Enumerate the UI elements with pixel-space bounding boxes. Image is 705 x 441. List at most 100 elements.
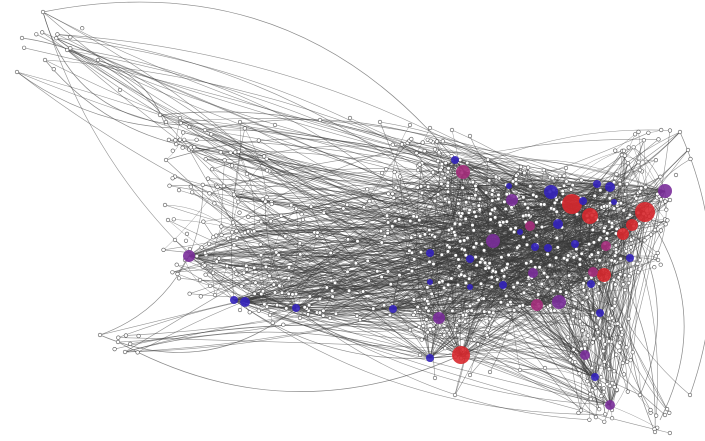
- minor-node: [162, 202, 168, 208]
- minor-node: [622, 153, 627, 158]
- minor-node: [564, 290, 569, 295]
- minor-node: [457, 318, 462, 323]
- minor-node: [466, 195, 472, 201]
- hub-node: [531, 299, 543, 311]
- graph-edge: [510, 267, 540, 305]
- minor-node: [539, 281, 544, 287]
- minor-node: [256, 138, 261, 143]
- minor-node: [586, 242, 592, 247]
- minor-node: [601, 349, 606, 354]
- graph-edge: [295, 307, 467, 315]
- graph-edge: [261, 293, 586, 360]
- minor-node: [677, 129, 683, 135]
- graph-edge: [600, 188, 642, 193]
- minor-node: [426, 308, 431, 314]
- minor-node: [247, 310, 252, 315]
- graph-edge: [239, 121, 596, 378]
- graph-edge: [265, 201, 297, 309]
- minor-node: [612, 253, 618, 258]
- minor-node: [463, 216, 468, 221]
- minor-node: [265, 168, 270, 173]
- minor-node: [646, 130, 651, 135]
- graph-edge: [419, 219, 460, 276]
- minor-node: [664, 407, 670, 412]
- minor-node: [566, 253, 571, 258]
- graph-edge: [287, 208, 299, 293]
- minor-node: [244, 171, 249, 177]
- minor-node: [199, 245, 204, 250]
- graph-edge: [557, 247, 601, 314]
- graph-edge: [244, 200, 584, 303]
- minor-node: [327, 315, 333, 321]
- minor-node: [602, 419, 607, 424]
- minor-node: [443, 160, 448, 166]
- minor-node: [253, 280, 258, 285]
- minor-node: [573, 360, 578, 365]
- minor-node: [663, 222, 668, 227]
- minor-node: [417, 162, 422, 167]
- graph-edge: [392, 258, 471, 310]
- minor-node: [617, 348, 622, 353]
- minor-node: [298, 252, 303, 257]
- minor-node: [445, 183, 450, 188]
- minor-node: [239, 284, 244, 289]
- minor-node: [365, 187, 370, 192]
- minor-node: [613, 176, 618, 181]
- minor-node: [614, 352, 619, 357]
- graph-edge: [530, 178, 553, 217]
- minor-node: [526, 213, 531, 218]
- graph-edge: [233, 254, 301, 268]
- minor-node: [435, 158, 441, 164]
- graph-edge: [392, 183, 517, 310]
- minor-node: [354, 313, 360, 319]
- minor-node: [617, 340, 622, 345]
- minor-node: [487, 229, 493, 234]
- minor-node: [486, 265, 492, 271]
- minor-node: [353, 261, 359, 266]
- minor-node: [465, 235, 470, 241]
- graph-edge: [188, 211, 646, 287]
- minor-node: [685, 147, 691, 153]
- graph-edge: [551, 154, 623, 209]
- minor-node: [279, 290, 285, 295]
- minor-node: [607, 325, 612, 331]
- minor-node: [521, 290, 527, 295]
- minor-node: [417, 218, 422, 223]
- minor-node: [382, 234, 387, 239]
- minor-node: [460, 185, 465, 190]
- hub-node: [601, 241, 611, 251]
- minor-node: [194, 137, 199, 142]
- graph-edge: [233, 199, 513, 302]
- minor-node: [555, 245, 560, 250]
- minor-node: [588, 392, 593, 397]
- minor-node: [613, 282, 618, 287]
- minor-node: [512, 229, 517, 235]
- graph-edge: [411, 138, 446, 164]
- graph-edge: [462, 167, 567, 175]
- minor-node: [205, 176, 211, 181]
- minor-node: [345, 269, 350, 274]
- minor-node: [361, 205, 367, 210]
- graph-edge: [432, 142, 490, 181]
- minor-node: [479, 256, 484, 262]
- minor-node: [485, 157, 491, 162]
- graph-edge: [477, 344, 611, 406]
- minor-node: [431, 261, 436, 267]
- minor-node: [422, 232, 428, 237]
- minor-node: [628, 358, 633, 363]
- graph-edge: [286, 252, 331, 309]
- graph-edge: [300, 254, 333, 297]
- graph-edge: [295, 181, 474, 309]
- minor-node: [621, 372, 627, 377]
- minor-node: [269, 201, 274, 207]
- minor-node: [493, 174, 499, 179]
- minor-node: [177, 137, 183, 142]
- graph-edge: [429, 200, 584, 359]
- minor-node: [462, 238, 467, 243]
- minor-node: [655, 250, 660, 256]
- minor-node: [258, 242, 263, 247]
- minor-node: [474, 263, 479, 268]
- graph-edge: [432, 142, 476, 196]
- minor-node: [386, 220, 391, 225]
- minor-node: [294, 206, 299, 211]
